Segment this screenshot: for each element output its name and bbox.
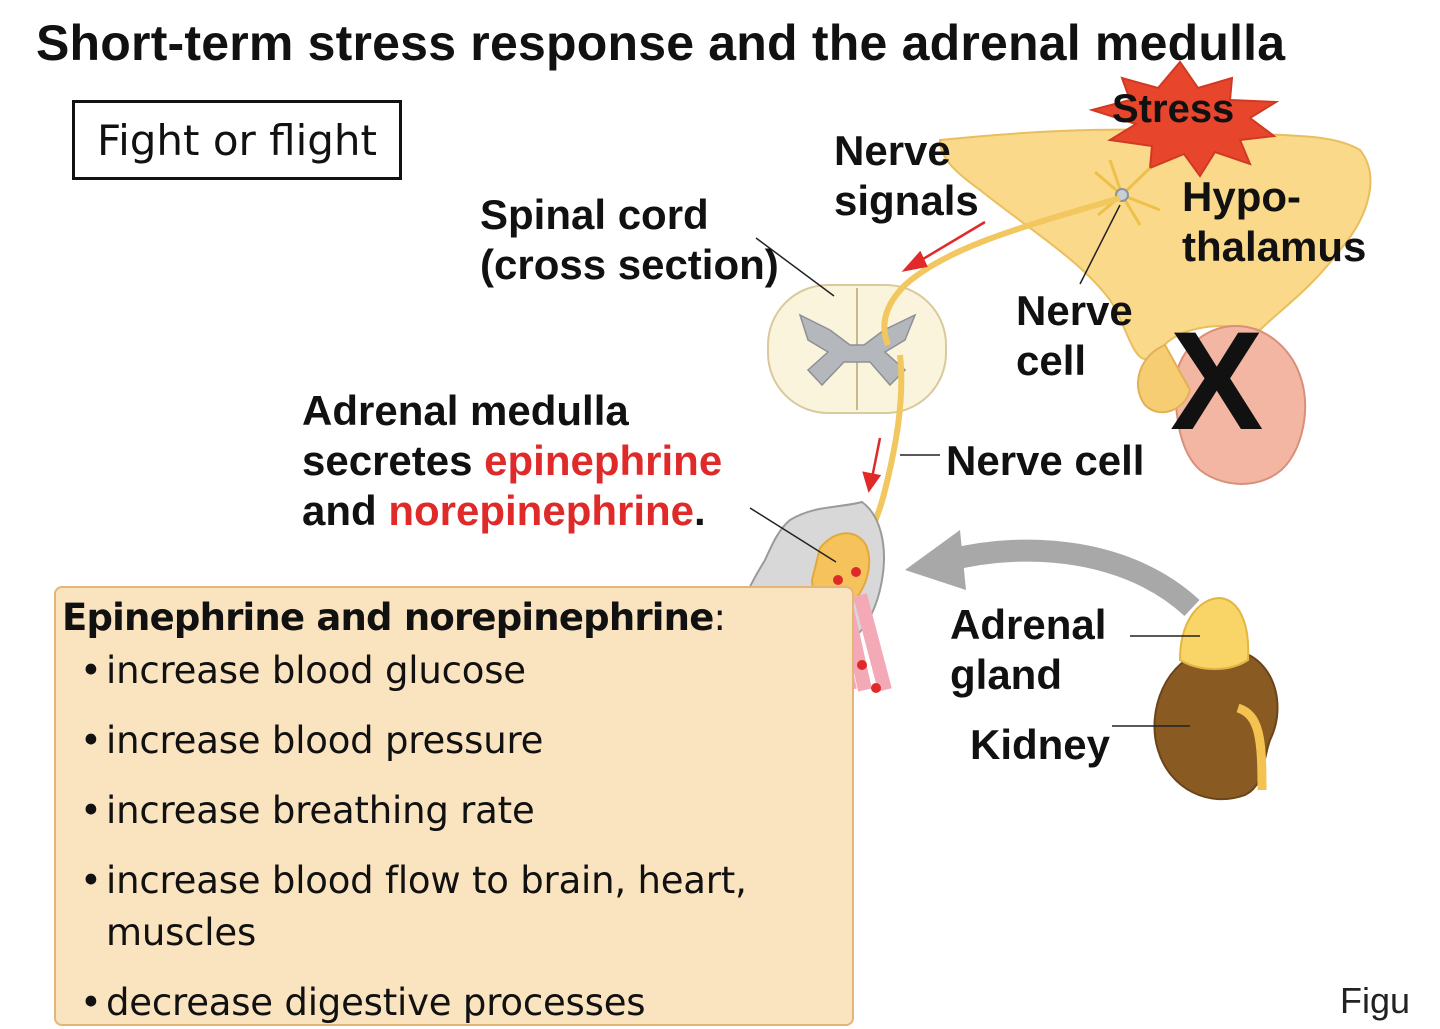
effect-item: increase blood pressure bbox=[62, 715, 852, 767]
page-title: Short-term stress response and the adren… bbox=[36, 15, 1286, 71]
effect-item: increase blood glucose bbox=[62, 645, 852, 697]
nerve-cell-upper-label: Nerve cell bbox=[1016, 286, 1133, 386]
adrenal-medulla-label: Adrenal medulla secretes epinephrine and… bbox=[302, 386, 722, 536]
hypothalamus-line2: thalamus bbox=[1182, 223, 1367, 270]
zoom-arrow-head bbox=[905, 530, 966, 590]
adrenal-gland-line1: Adrenal bbox=[950, 601, 1107, 648]
spinal-cord-line1: Spinal cord bbox=[480, 191, 709, 238]
effects-title-text: Epinephrine and norepinephrine bbox=[62, 596, 714, 639]
nerve-cell-lower-label: Nerve cell bbox=[946, 437, 1145, 484]
fight-or-flight-label: Fight or flight bbox=[96, 115, 378, 165]
nerve-cell-upper-line1: Nerve bbox=[1016, 287, 1133, 334]
adrenal-medulla-line3: and norepinephrine. bbox=[302, 486, 722, 536]
zoom-arrow bbox=[947, 539, 1200, 617]
pituitary-stalk bbox=[1136, 343, 1192, 414]
nerve-cell-upper-line2: cell bbox=[1016, 337, 1087, 384]
period-text: . bbox=[694, 487, 706, 534]
kidney-label: Kidney bbox=[970, 721, 1111, 768]
and-text: and bbox=[302, 487, 389, 534]
effects-box: Epinephrine and norepinephrine: increase… bbox=[54, 586, 854, 1029]
hypothalamus-label: Hypo- thalamus bbox=[1182, 172, 1366, 272]
leader-lines bbox=[749, 204, 1200, 727]
adrenal-medulla-line1: Adrenal medulla bbox=[302, 387, 629, 434]
kidney-shape bbox=[1153, 647, 1279, 801]
signal-arrows bbox=[862, 220, 986, 493]
effects-title: Epinephrine and norepinephrine: bbox=[62, 596, 852, 639]
nerve-signals-line1: Nerve bbox=[834, 127, 951, 174]
nerve-signals-label: Nerve signals bbox=[834, 126, 979, 226]
spinal-cord-cross-section bbox=[767, 284, 947, 414]
adrenal-gland-label: Adrenal gland bbox=[950, 600, 1106, 700]
effects-list: increase blood glucose increase blood pr… bbox=[62, 645, 852, 1029]
hypothalamus-line1: Hypo- bbox=[1182, 173, 1301, 220]
effects-title-colon: : bbox=[713, 596, 726, 639]
effect-item: increase breathing rate bbox=[62, 785, 852, 837]
stress-label: Stress bbox=[1112, 87, 1235, 131]
figure-caption-fragment: Figu bbox=[1340, 980, 1411, 1021]
norepinephrine-text: norepinephrine bbox=[388, 487, 695, 534]
pituitary-shape bbox=[1173, 324, 1307, 485]
nerve-signals-line2: signals bbox=[834, 177, 979, 224]
adrenal-medulla-line2: secretes epinephrine bbox=[302, 436, 722, 486]
cross-mark: X bbox=[1170, 302, 1264, 459]
secretes-text: secretes bbox=[302, 437, 485, 484]
stress-burst bbox=[1088, 60, 1280, 178]
fight-or-flight-box: Fight or flight bbox=[72, 100, 402, 180]
adrenal-gland-line2: gland bbox=[950, 651, 1062, 698]
nerve-fiber-upper bbox=[881, 195, 1121, 347]
epinephrine-text: epinephrine bbox=[484, 437, 723, 484]
spinal-cord-line2: (cross section) bbox=[480, 241, 779, 288]
effect-item: increase blood flow to brain, heart, mus… bbox=[62, 855, 806, 959]
effect-item: decrease digestive processes bbox=[62, 977, 852, 1029]
ureter bbox=[1236, 703, 1267, 791]
adrenal-gland-shape bbox=[1178, 596, 1250, 670]
spinal-cord-label: Spinal cord (cross section) bbox=[480, 190, 779, 290]
hypothalamus-neuron bbox=[1094, 159, 1161, 226]
